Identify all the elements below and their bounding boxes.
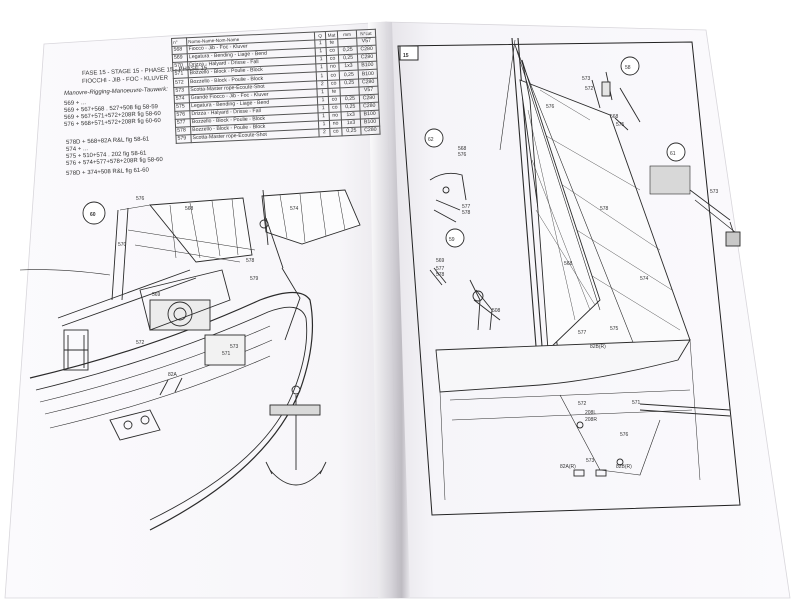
svg-text:575: 575 — [616, 122, 625, 128]
svg-text:82B(R): 82B(R) — [590, 344, 606, 350]
svg-text:60: 60 — [90, 212, 96, 218]
svg-text:568: 568 — [564, 261, 573, 267]
table-cell: 579 — [175, 134, 192, 144]
svg-text:82A(R): 82A(R) — [560, 464, 576, 470]
svg-text:577: 577 — [462, 204, 471, 210]
svg-text:573: 573 — [582, 76, 591, 82]
right-frame — [397, 41, 741, 516]
svg-text:569: 569 — [436, 258, 445, 264]
svg-text:59: 59 — [449, 237, 455, 243]
svg-text:578: 578 — [462, 210, 471, 216]
svg-text:508: 508 — [492, 308, 501, 314]
svg-text:572: 572 — [136, 340, 145, 346]
svg-text:82A: 82A — [168, 372, 178, 378]
svg-text:208L: 208L — [585, 410, 596, 416]
svg-text:571: 571 — [632, 400, 641, 406]
table-cell: co — [329, 127, 343, 137]
table-cell: 0,25 — [341, 127, 362, 137]
right-page-labels: 15 58 62 61 59 573 572 568 575 568 576 5… — [403, 53, 719, 470]
svg-text:570: 570 — [118, 242, 127, 248]
svg-text:572: 572 — [585, 86, 594, 92]
svg-text:574: 574 — [640, 276, 649, 282]
svg-text:578: 578 — [246, 258, 255, 264]
svg-text:576: 576 — [136, 196, 145, 202]
svg-text:573: 573 — [586, 458, 595, 464]
svg-text:568: 568 — [610, 114, 619, 120]
figure-60-drawing — [19, 189, 361, 531]
svg-text:61: 61 — [670, 151, 676, 157]
svg-text:568: 568 — [458, 146, 467, 152]
svg-text:62: 62 — [428, 137, 434, 143]
svg-text:577: 577 — [436, 266, 445, 272]
table-cell: 2 — [318, 128, 331, 138]
svg-text:577: 577 — [578, 330, 587, 336]
svg-text:578: 578 — [600, 206, 609, 212]
step-line: 574 + ... — [66, 146, 89, 153]
svg-text:208R: 208R — [585, 417, 597, 423]
figure-60-labels: 60 576 568 574 570 578 572 82A 579 569 5… — [90, 196, 299, 378]
svg-text:576: 576 — [546, 104, 555, 110]
right-page-drawing — [399, 37, 741, 501]
table-cell: C280 — [360, 126, 381, 136]
svg-text:15: 15 — [403, 53, 409, 59]
svg-text:573: 573 — [230, 344, 239, 350]
step-line: 569 + ... — [64, 100, 87, 107]
svg-text:82B(R): 82B(R) — [616, 464, 632, 470]
svg-text:569: 569 — [152, 292, 161, 298]
svg-text:578: 578 — [436, 272, 445, 278]
svg-text:579: 579 — [250, 276, 259, 282]
parts-table: n° Nome-Name-Nom-Name Q Mat mm N°cat 568… — [171, 29, 381, 144]
svg-text:572: 572 — [578, 401, 587, 407]
svg-text:571: 571 — [222, 351, 231, 357]
svg-text:573: 573 — [710, 189, 719, 195]
svg-text:574: 574 — [290, 206, 299, 212]
svg-text:568: 568 — [185, 206, 194, 212]
svg-text:575: 575 — [610, 326, 619, 332]
svg-text:576: 576 — [458, 152, 467, 158]
svg-text:58: 58 — [625, 65, 631, 71]
spine-shadow — [368, 22, 410, 598]
svg-text:576: 576 — [620, 432, 629, 438]
